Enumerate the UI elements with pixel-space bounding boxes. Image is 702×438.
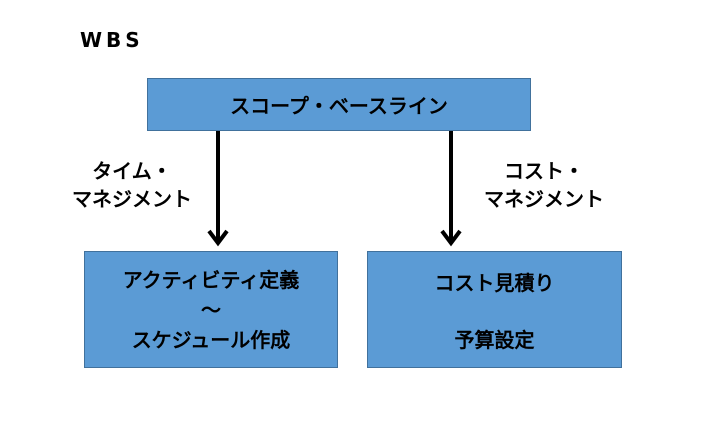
cost-management-line1: コスト・ [504, 159, 584, 183]
budget-setting-label: 予算設定 [454, 327, 535, 352]
time-management-line1: タイム・ [92, 159, 172, 183]
time-management-line2: マネジメント [72, 187, 192, 211]
cost-budget-box: コスト見積り 予算設定 [367, 251, 622, 368]
cost-estimate-label: コスト見積り [434, 270, 555, 295]
cost-management-line2: マネジメント [484, 187, 604, 211]
arrow-head-left [207, 229, 229, 247]
scope-baseline-box: スコープ・ベースライン [147, 78, 531, 131]
scope-baseline-label: スコープ・ベースライン [230, 94, 448, 118]
schedule-development-label: スケジュール作成 [131, 327, 291, 352]
time-management-label: タイム・ マネジメント [62, 157, 202, 213]
diagram-title: WBS [80, 28, 144, 52]
cost-management-label: コスト・ マネジメント [474, 157, 614, 213]
tilde-label: ～ [201, 297, 221, 322]
arrow-head-right [440, 229, 462, 247]
activity-definition-label: アクティビティ定義 [122, 267, 300, 292]
activity-schedule-box: アクティビティ定義 ～ スケジュール作成 [84, 251, 338, 368]
